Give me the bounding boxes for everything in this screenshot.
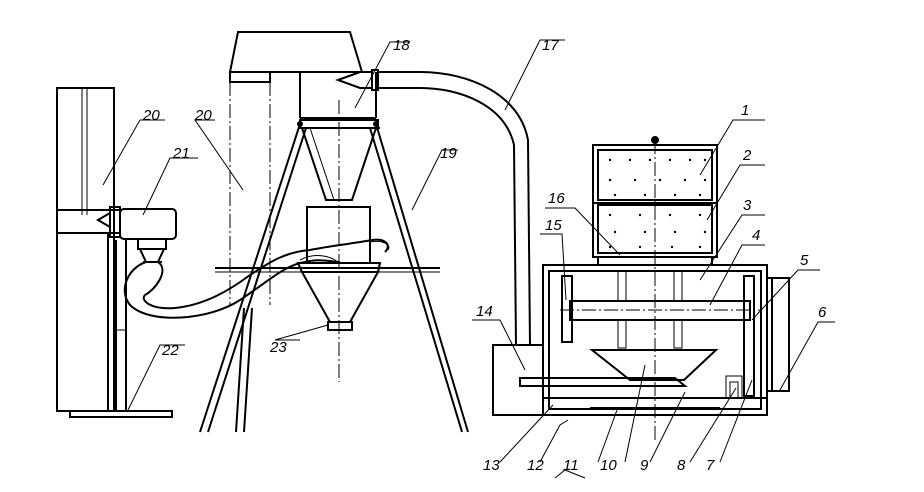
label-13: 13 [483, 457, 500, 474]
leader-lines [102, 39, 835, 479]
conveying-pipe [378, 71, 531, 346]
label-8: 8 [677, 457, 686, 474]
label-6: 6 [818, 304, 827, 321]
flexible-hose [123, 238, 390, 319]
label-17: 17 [542, 37, 559, 54]
label-9: 9 [640, 457, 649, 474]
label-4: 4 [752, 227, 760, 244]
label-16: 16 [548, 190, 565, 207]
label-5: 5 [800, 252, 809, 269]
label-1: 1 [741, 102, 749, 119]
label-11: 11 [563, 457, 579, 474]
label-12: 12 [527, 457, 544, 474]
label-10: 10 [600, 457, 617, 474]
label-3: 3 [743, 197, 752, 214]
label-21: 21 [172, 145, 190, 162]
part-labels: 1 2 3 4 5 6 7 8 9 10 11 12 13 14 15 16 1… [142, 37, 827, 474]
label-22: 22 [161, 342, 179, 359]
collector-hopper [296, 100, 382, 382]
fan-21 [96, 206, 177, 263]
screen-dots [608, 158, 707, 249]
label-7: 7 [706, 457, 715, 474]
cyclone-hood [228, 31, 379, 305]
label-14: 14 [476, 303, 493, 320]
label-20-right: 20 [194, 107, 212, 124]
crusher-assembly [492, 136, 790, 440]
label-23: 23 [269, 339, 287, 356]
label-19: 19 [440, 145, 457, 162]
support-column [115, 240, 127, 411]
label-2: 2 [742, 147, 752, 164]
bag-filter-left [56, 87, 173, 418]
label-18: 18 [393, 37, 410, 54]
tripod-frame [199, 121, 469, 433]
label-20-left: 20 [142, 107, 160, 124]
label-15: 15 [545, 217, 562, 234]
